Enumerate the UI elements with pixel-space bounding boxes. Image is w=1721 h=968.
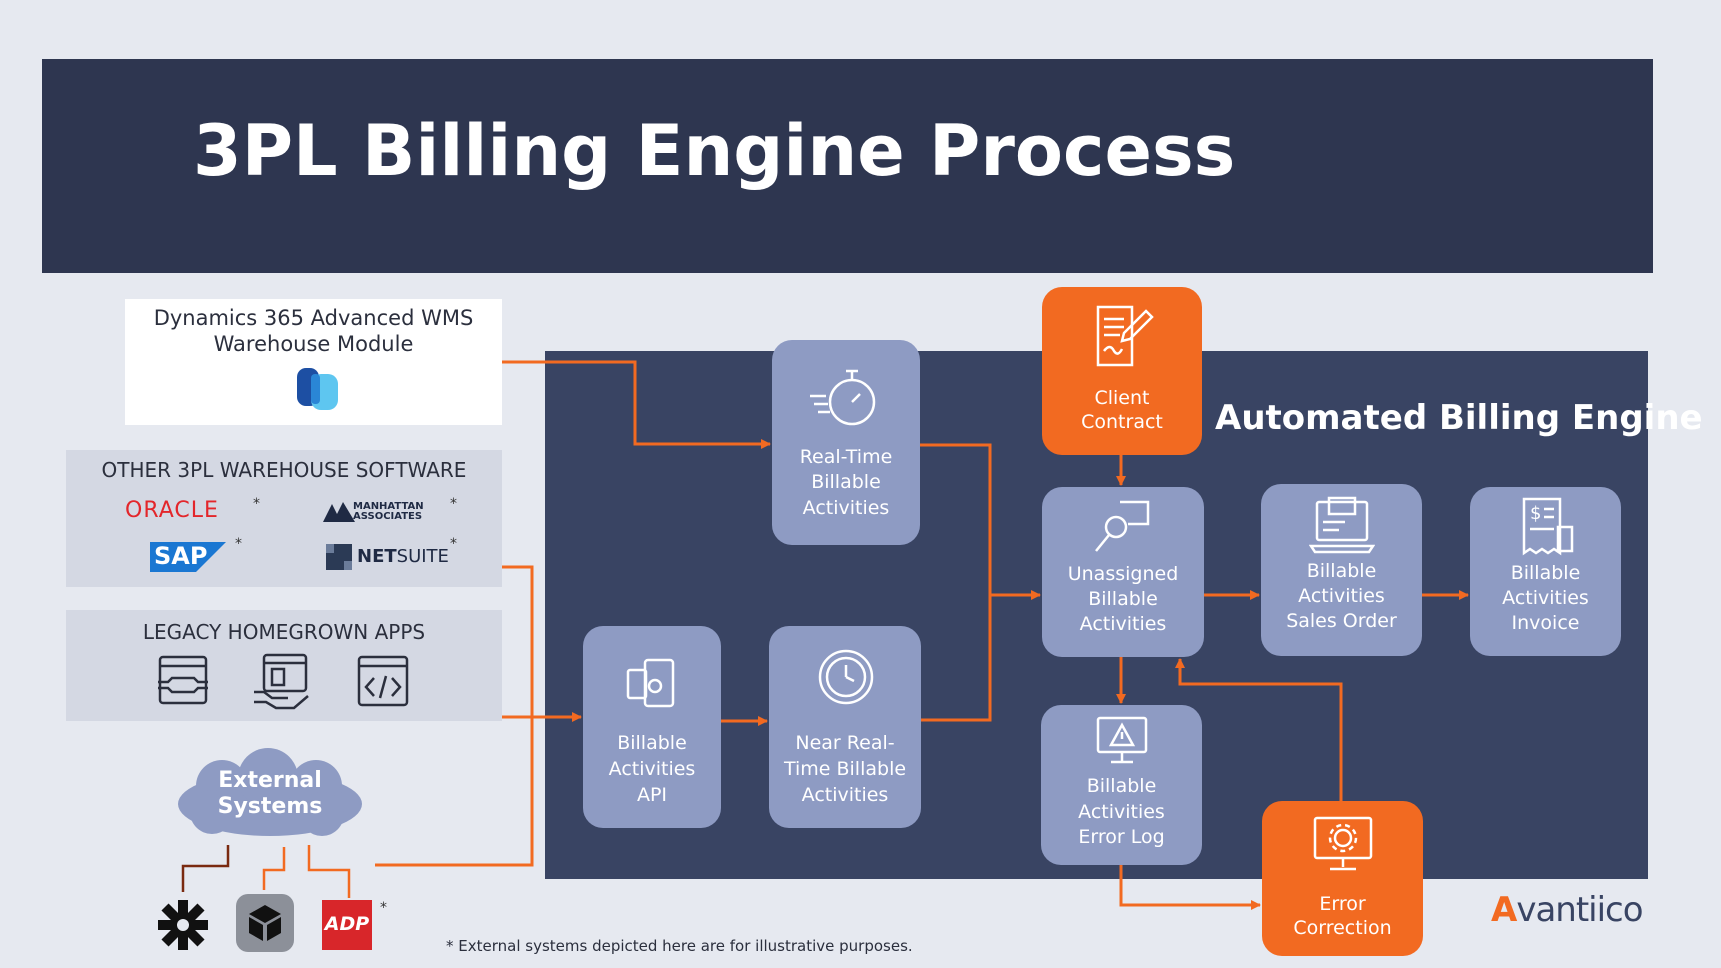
salesorder-l2: Activities [1298, 585, 1385, 607]
adp-star: * [380, 900, 387, 916]
contract-l2: Contract [1081, 411, 1163, 433]
sap-star: * [235, 536, 242, 552]
arrow-external-to-api [375, 717, 534, 867]
manhattan-text2: ASSOCIATES [353, 511, 423, 522]
adp-logo-icon [322, 900, 372, 950]
netsuite-logo-text: NETSUITE [357, 546, 449, 567]
realtime-l2: Billable [811, 471, 881, 493]
node-realtime-activities: Real-Time Billable Activities [772, 340, 920, 545]
salesorder-l3: Sales Order [1286, 610, 1397, 632]
invoice-l2: Activities [1502, 587, 1589, 609]
manhattan-text1: MANHATTAN [353, 501, 424, 512]
unassigned-l1: Unassigned [1067, 563, 1179, 585]
monitor-gear-icon [1313, 816, 1373, 871]
app-tools-icon [158, 655, 208, 705]
node-error-log: Billable Activities Error Log [1041, 705, 1202, 865]
external-line2: Systems [217, 794, 323, 819]
legacy-apps-box: LEGACY HOMEGROWN APPS [66, 610, 502, 721]
dynamics-source-box: Dynamics 365 Advanced WMS Warehouse Modu… [125, 299, 502, 425]
unassigned-l2: Billable [1088, 588, 1158, 610]
node-sales-order: Billable Activities Sales Order [1261, 484, 1422, 656]
other-warehouse-title: OTHER 3PL WAREHOUSE SOFTWARE [101, 458, 467, 482]
app-hand-icon [254, 653, 309, 710]
node-invoice: $ Billable Activities Invoice [1470, 487, 1621, 656]
header-banner [42, 59, 1653, 273]
device-gear-icon [626, 658, 675, 708]
brand-rest: vantiico [1516, 890, 1643, 930]
errorlog-l3: Error Log [1078, 826, 1165, 848]
arrow-other-to-api [502, 565, 534, 865]
brand-first-letter: A [1491, 890, 1517, 930]
netsuite-logo-icon [326, 544, 352, 570]
monitor-warning-icon [1096, 716, 1148, 764]
dynamics-line2: Warehouse Module [213, 332, 414, 356]
manhattan-logo-icon [323, 502, 355, 522]
node-activities-api: Billable Activities API [583, 626, 721, 828]
invoice-l1: Billable [1510, 562, 1581, 584]
line-adp-to-cloud [307, 845, 351, 898]
external-line1: External [218, 768, 322, 793]
cube-app-logo-icon [236, 894, 294, 952]
contract-pen-icon [1096, 305, 1154, 367]
nearrt-l2: Time Billable [783, 758, 907, 780]
laptop-document-icon [1309, 496, 1375, 554]
dynamics-logo-icon [297, 368, 338, 410]
salesorder-l1: Billable [1306, 560, 1377, 582]
api-l2: Activities [608, 758, 696, 780]
invoice-dollar-icon: $ [1522, 497, 1574, 556]
errorlog-l1: Billable [1086, 775, 1157, 797]
node-error-correction: Error Correction [1262, 801, 1423, 956]
api-l1: Billable [617, 732, 687, 754]
adp-logo-text: ADP [324, 913, 370, 935]
node-client-contract: Client Contract [1042, 287, 1202, 455]
footnote: * External systems depicted here are for… [446, 937, 913, 955]
line-cube-to-cloud [262, 847, 286, 890]
dynamics-line1: Dynamics 365 Advanced WMS [153, 306, 474, 330]
netsuite-star: * [450, 536, 457, 552]
manhattan-star: * [450, 496, 457, 512]
correction-l2: Correction [1293, 917, 1392, 939]
api-l3: API [636, 784, 668, 806]
sap-logo-text: SAP [154, 542, 208, 570]
svg-text:$: $ [1530, 503, 1541, 524]
clock-icon [818, 649, 874, 705]
document-search-icon [1095, 500, 1150, 552]
netsuite-net: NET [357, 546, 397, 567]
page-title: 3PL Billing Engine Process [193, 110, 1236, 192]
oracle-logo: ORACLE [125, 498, 219, 523]
oracle-star: * [253, 496, 260, 512]
engine-title: Automated Billing Engine [1215, 398, 1703, 438]
avantiico-logo: Avantiico [1491, 890, 1644, 930]
nearrt-l1: Near Real- [795, 732, 895, 754]
app-code-icon [357, 655, 409, 707]
netsuite-suite: SUITE [396, 546, 449, 567]
node-unassigned-activities: Unassigned Billable Activities [1042, 487, 1204, 657]
zapier-logo-icon [158, 900, 208, 950]
realtime-l3: Activities [802, 497, 890, 519]
stopwatch-icon [810, 369, 876, 426]
sap-logo-icon [150, 542, 226, 572]
external-cloud-icon [178, 748, 362, 836]
legacy-apps-title: LEGACY HOMEGROWN APPS [142, 620, 426, 644]
line-zapier-to-cloud [181, 845, 230, 892]
errorlog-l2: Activities [1078, 801, 1165, 823]
invoice-l3: Invoice [1511, 612, 1580, 634]
contract-l1: Client [1094, 387, 1150, 409]
unassigned-l3: Activities [1079, 613, 1167, 635]
other-warehouse-box: OTHER 3PL WAREHOUSE SOFTWARE ORACLE * MA… [66, 450, 502, 587]
realtime-l1: Real-Time [799, 446, 893, 468]
nearrt-l3: Activities [801, 784, 889, 806]
correction-l1: Error [1319, 893, 1366, 915]
node-near-realtime-activities: Near Real- Time Billable Activities [769, 626, 921, 828]
